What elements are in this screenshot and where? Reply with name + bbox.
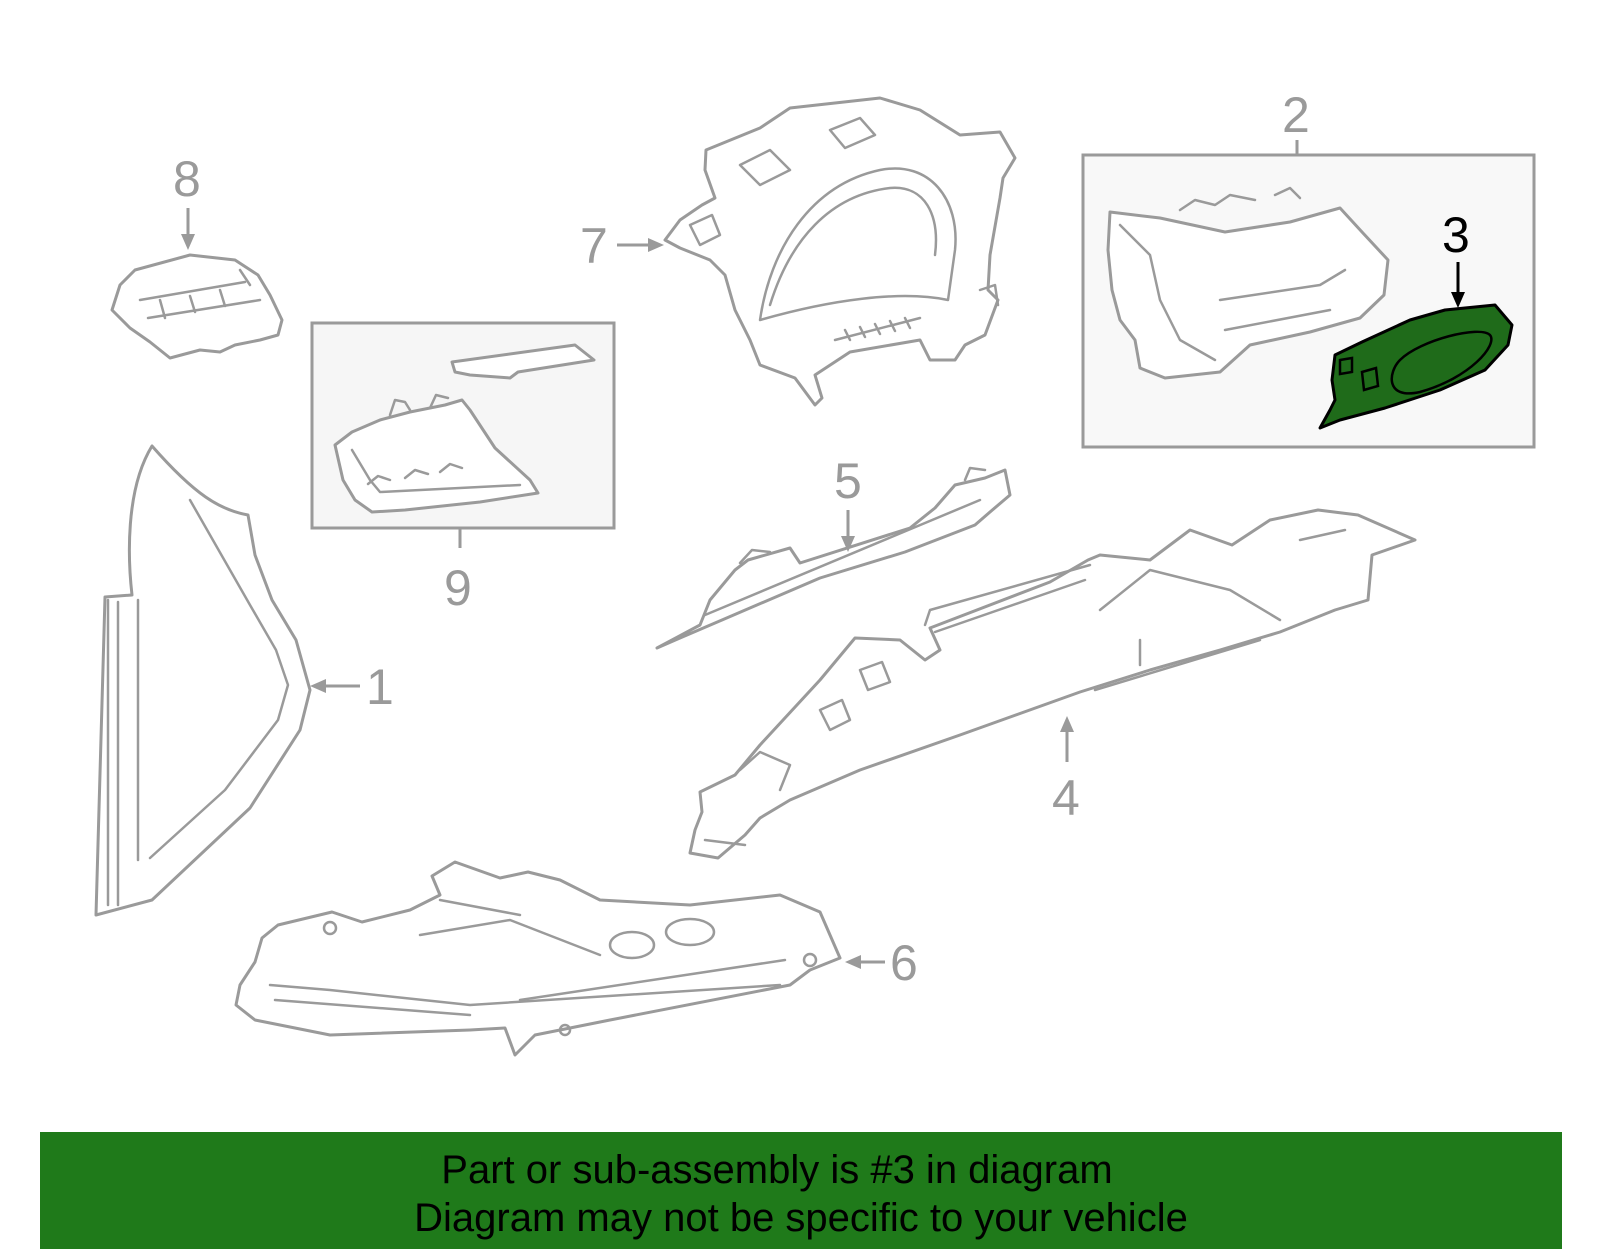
part-3-highlighted-trim[interactable] bbox=[1318, 303, 1514, 430]
callout-3: 3 bbox=[1442, 207, 1470, 263]
banner-disclaimer-text: Diagram may not be specific to your vehi… bbox=[414, 1196, 1188, 1240]
callout-8: 8 bbox=[173, 151, 201, 207]
banner-part-text: Part or sub-assembly is #3 in diagram bbox=[441, 1148, 1113, 1192]
callout-leaders bbox=[181, 140, 1465, 969]
callout-7: 7 bbox=[580, 218, 608, 274]
callout-6: 6 bbox=[890, 935, 918, 991]
part-1-side-trim[interactable] bbox=[94, 444, 312, 917]
callout-9: 9 bbox=[444, 560, 472, 616]
info-banner: Part or sub-assembly is #3 in diagram Di… bbox=[40, 1132, 1562, 1249]
part-2-cluster-bezel[interactable] bbox=[1106, 186, 1390, 380]
callout-5: 5 bbox=[834, 453, 862, 509]
part-7-instrument-cluster[interactable] bbox=[663, 96, 1017, 407]
callout-4: 4 bbox=[1052, 770, 1080, 826]
part-5-reinforcement[interactable] bbox=[655, 466, 1012, 650]
parts-diagram: 1 2 3 4 5 6 7 8 9 bbox=[94, 87, 1536, 1057]
part-4-lower-panel[interactable] bbox=[688, 508, 1417, 860]
callout-2: 2 bbox=[1282, 87, 1310, 143]
part-9-tray[interactable] bbox=[333, 343, 596, 514]
callout-1: 1 bbox=[366, 659, 394, 715]
part-8-bracket[interactable] bbox=[110, 253, 284, 360]
callout-numbers: 1 2 3 4 5 6 7 8 9 bbox=[173, 87, 1470, 991]
part-6-lower-tray[interactable] bbox=[234, 860, 842, 1057]
